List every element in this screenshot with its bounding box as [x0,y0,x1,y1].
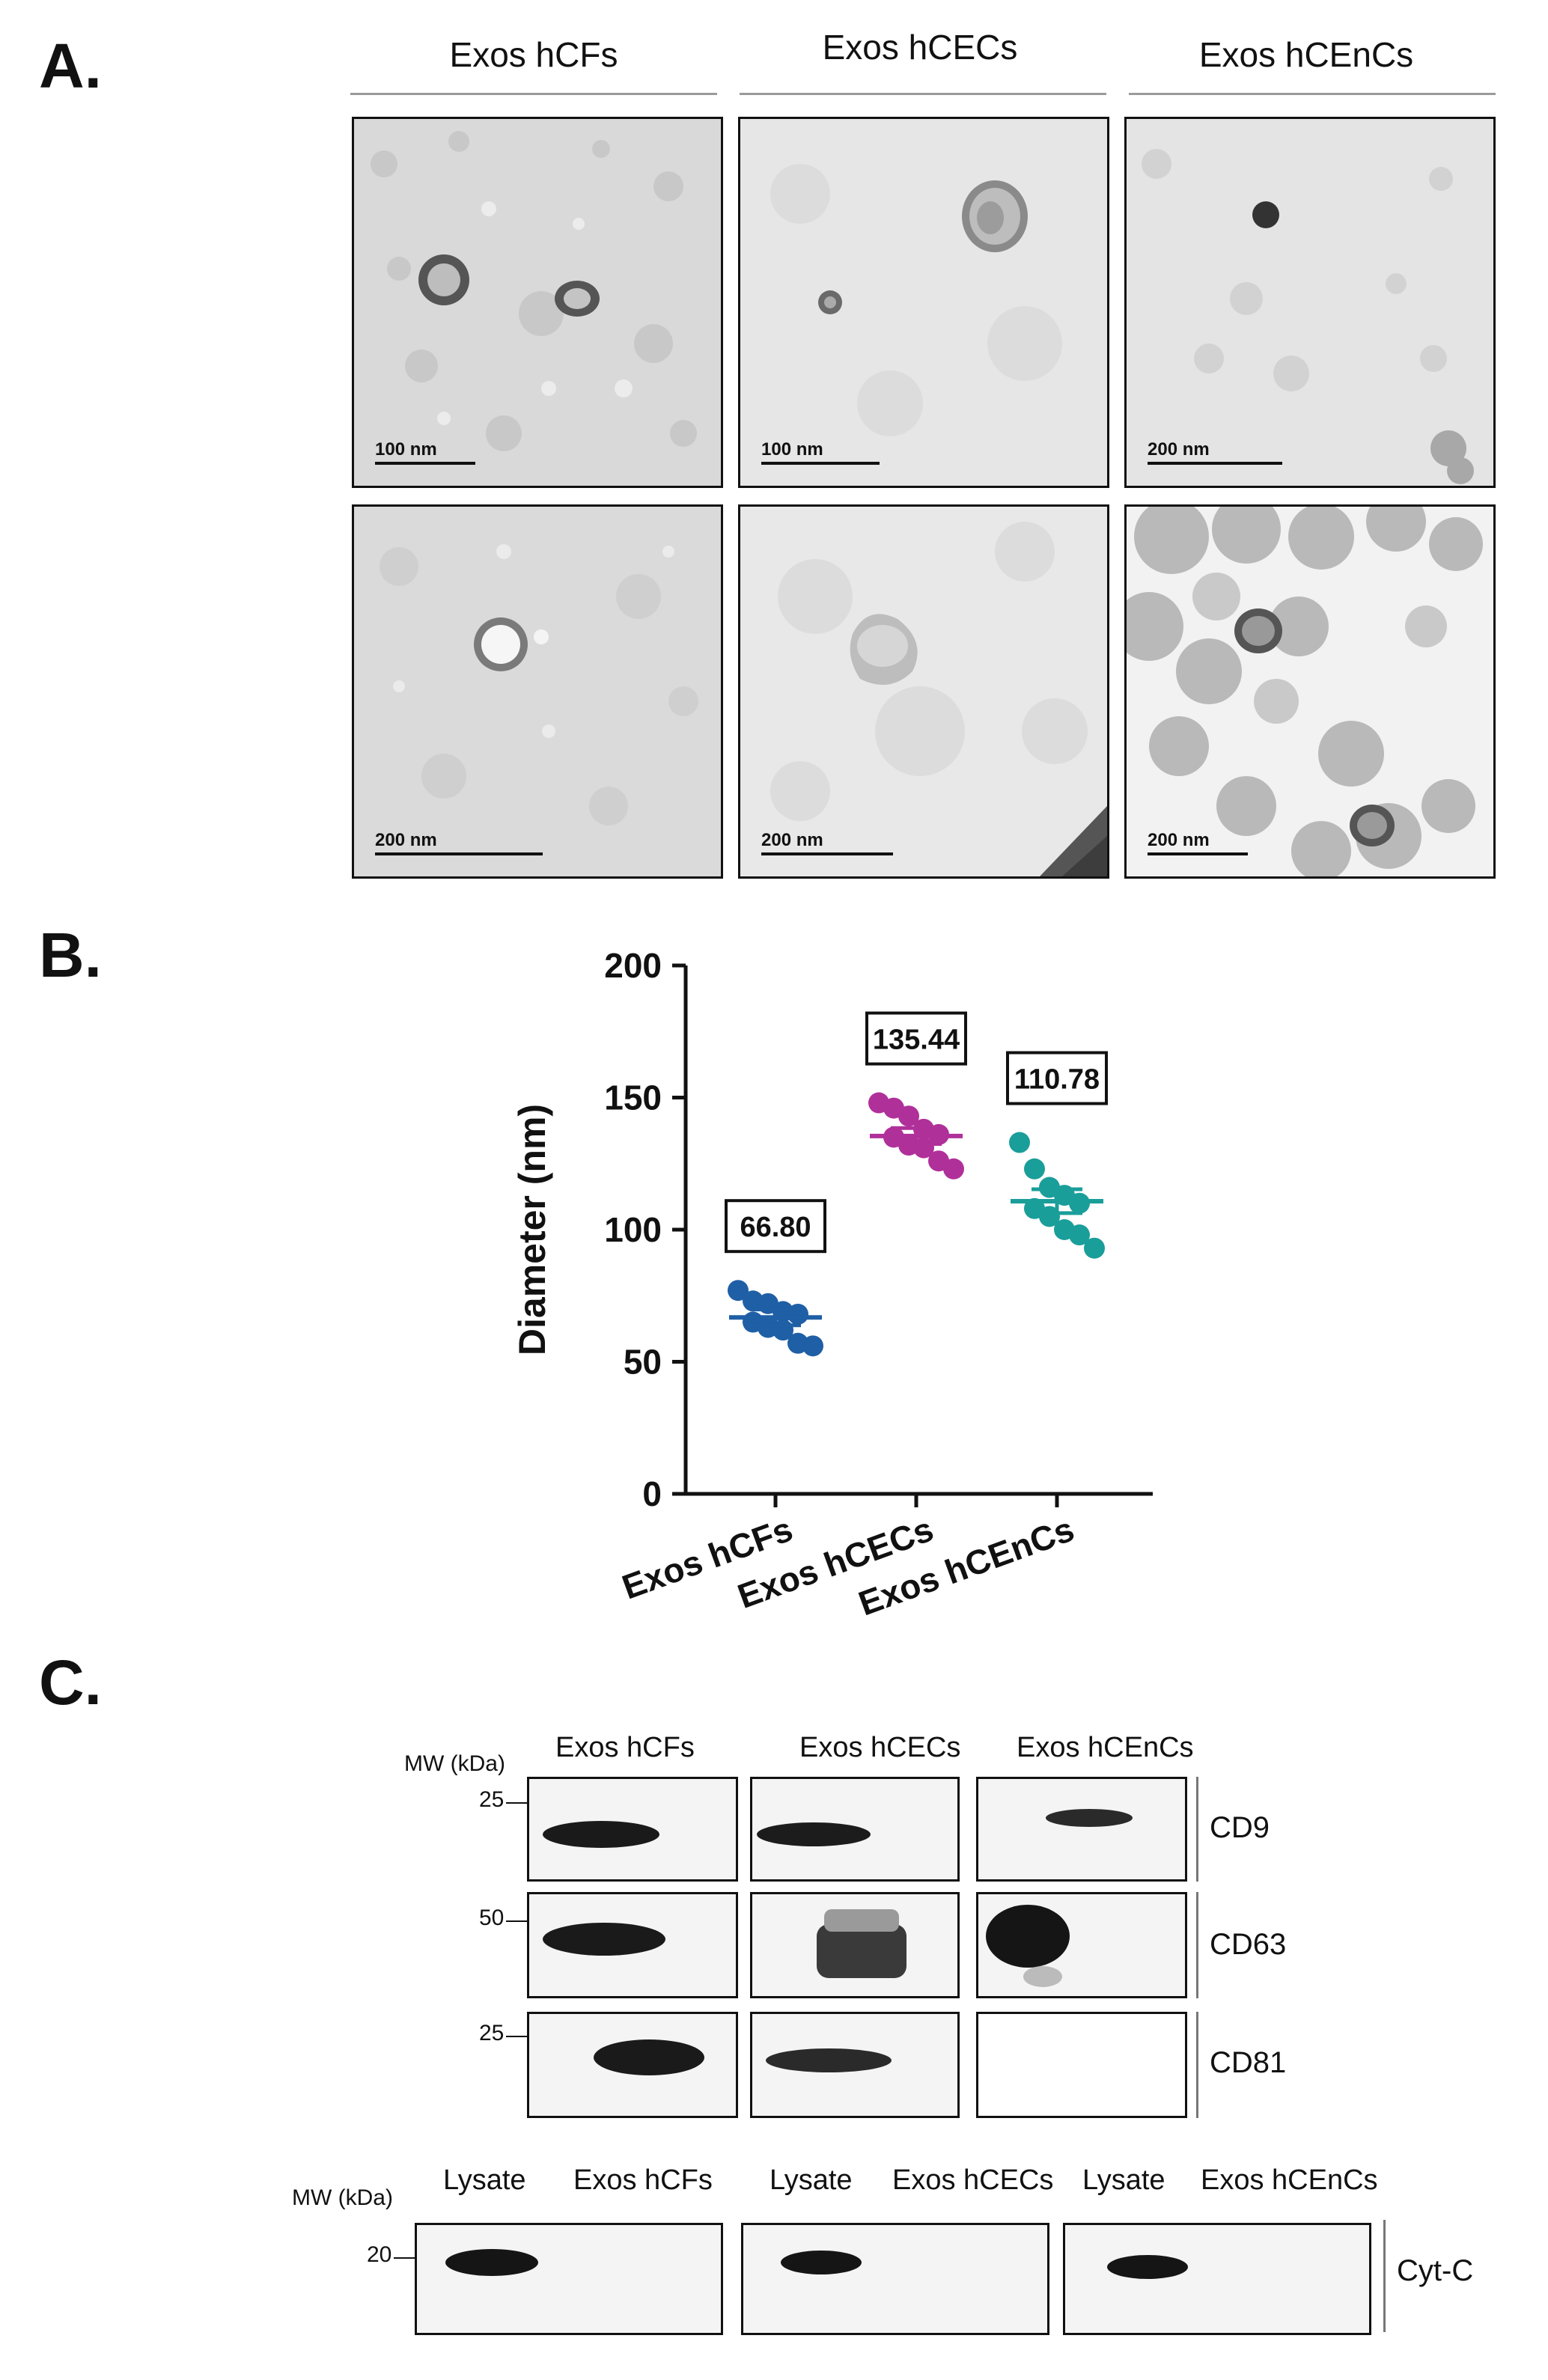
scale-label: 100 nm [761,439,823,460]
cd63-bracket [1196,1892,1198,1998]
panel-a-column-hcencs: Exos hCEnCs [1198,35,1414,74]
blot-cd9-hcfs [527,1777,738,1882]
scale-label: 200 nm [1148,830,1210,850]
y-axis-label: Diameter (nm) [511,1104,553,1355]
blot-cytc-hcecs [741,2223,1049,2335]
scale-bar [761,852,893,855]
blot-cd63-hcencs [976,1892,1187,1998]
y-tick-label: 0 [642,1474,662,1513]
cytc-header-exos-hcencs: Exos hCEnCs [1201,2164,1378,2196]
mean-label: 66.80 [740,1212,811,1243]
blot-cd81-hcfs [527,2012,738,2118]
data-point [787,1303,808,1325]
cd9-bracket [1196,1777,1198,1882]
wb-column-hcecs: Exos hCECs [799,1732,961,1763]
cytc-mw-tick-label: 20 [367,2242,392,2267]
data-point [728,1280,749,1302]
blot-cd63-hcecs [750,1892,960,1998]
scale-bar [1148,852,1248,855]
cd81-bracket [1196,2012,1198,2118]
tem-image-hcencs-1: 200 nm [1124,117,1496,488]
y-tick-label: 200 [604,946,662,985]
mw-tick-label: 25 [479,1787,505,1812]
cytc-header-lysate-1: Lysate [443,2164,526,2196]
scale-label: 100 nm [375,439,437,460]
data-point [898,1105,919,1127]
mean-label-box [1006,1051,1108,1105]
panel-a-rule-hcencs [1129,93,1496,95]
scale-bar [761,462,880,465]
cytc-bracket [1383,2220,1386,2332]
data-point [943,1158,964,1180]
marker-cd63: CD63 [1210,1928,1287,1961]
blot-cytc-hcencs [1063,2223,1371,2335]
tem-image-hcecs-2: 200 nm [738,504,1109,879]
wb-column-hcfs: Exos hCFs [555,1732,695,1763]
data-point [1009,1132,1030,1153]
y-tick-label: 50 [624,1343,662,1382]
blot-cd81-hcecs [750,2012,960,2118]
panel-a-column-hcfs: Exos hCFs [449,35,618,74]
panel-a-label: A. [39,31,102,101]
scale-bar [375,462,475,465]
blot-cd9-hcencs [976,1777,1187,1882]
cytc-mw-title: MW (kDa) [292,2185,393,2210]
tem-image-hcfs-2: 200 nm [352,504,723,879]
scale-bar [375,852,543,855]
marker-cd81: CD81 [1210,2046,1287,2079]
y-tick-label: 100 [604,1210,662,1249]
mean-label-box [725,1199,826,1254]
mean-label-box [865,1011,967,1066]
data-point [1024,1158,1045,1180]
data-point [1069,1224,1090,1246]
scale-bar [1148,462,1282,465]
cytc-header-exos-hcecs: Exos hCECs [892,2164,1054,2196]
data-point [1084,1237,1105,1259]
panel-a-rule-hcecs [740,93,1106,95]
panel-b-label: B. [39,920,102,990]
cytc-header-lysate-2: Lysate [770,2164,853,2196]
blot-cytc-hcfs [415,2223,723,2335]
data-point [802,1335,823,1357]
mw-title: MW (kDa) [404,1751,505,1776]
mw-tick [506,1802,527,1804]
mw-tick-label: 50 [479,1905,505,1930]
scale-label: 200 nm [375,830,437,850]
marker-cd9: CD9 [1210,1811,1270,1844]
y-tick-label: 150 [604,1078,662,1117]
cytc-header-lysate-3: Lysate [1082,2164,1165,2196]
wb-column-hcencs: Exos hCEnCs [1017,1732,1194,1763]
scale-label: 200 nm [761,830,823,850]
tem-image-hcfs-1: 100 nm [352,117,723,488]
marker-cytc: Cyt-C [1397,2254,1474,2287]
mw-tick-label: 25 [479,2021,505,2045]
panel-a-rule-hcfs [350,93,717,95]
panel-a-column-hcecs: Exos hCECs [822,28,1018,67]
tem-image-hcencs-2: 200 nm [1124,504,1496,879]
blot-cd9-hcecs [750,1777,960,1882]
mean-label: 110.78 [1014,1064,1100,1096]
mw-tick [506,2036,527,2037]
scale-label: 200 nm [1148,439,1210,460]
panel-c-label: C. [39,1647,102,1718]
mean-label: 135.44 [873,1025,960,1056]
cytc-mw-tick [394,2257,415,2259]
blot-cd81-hcencs [976,2012,1187,2118]
cytc-header-exos-hcfs: Exos hCFs [573,2164,713,2196]
tem-image-hcecs-1: 100 nm [738,117,1109,488]
mw-tick [506,1920,527,1922]
blot-cd63-hcfs [527,1892,738,1998]
